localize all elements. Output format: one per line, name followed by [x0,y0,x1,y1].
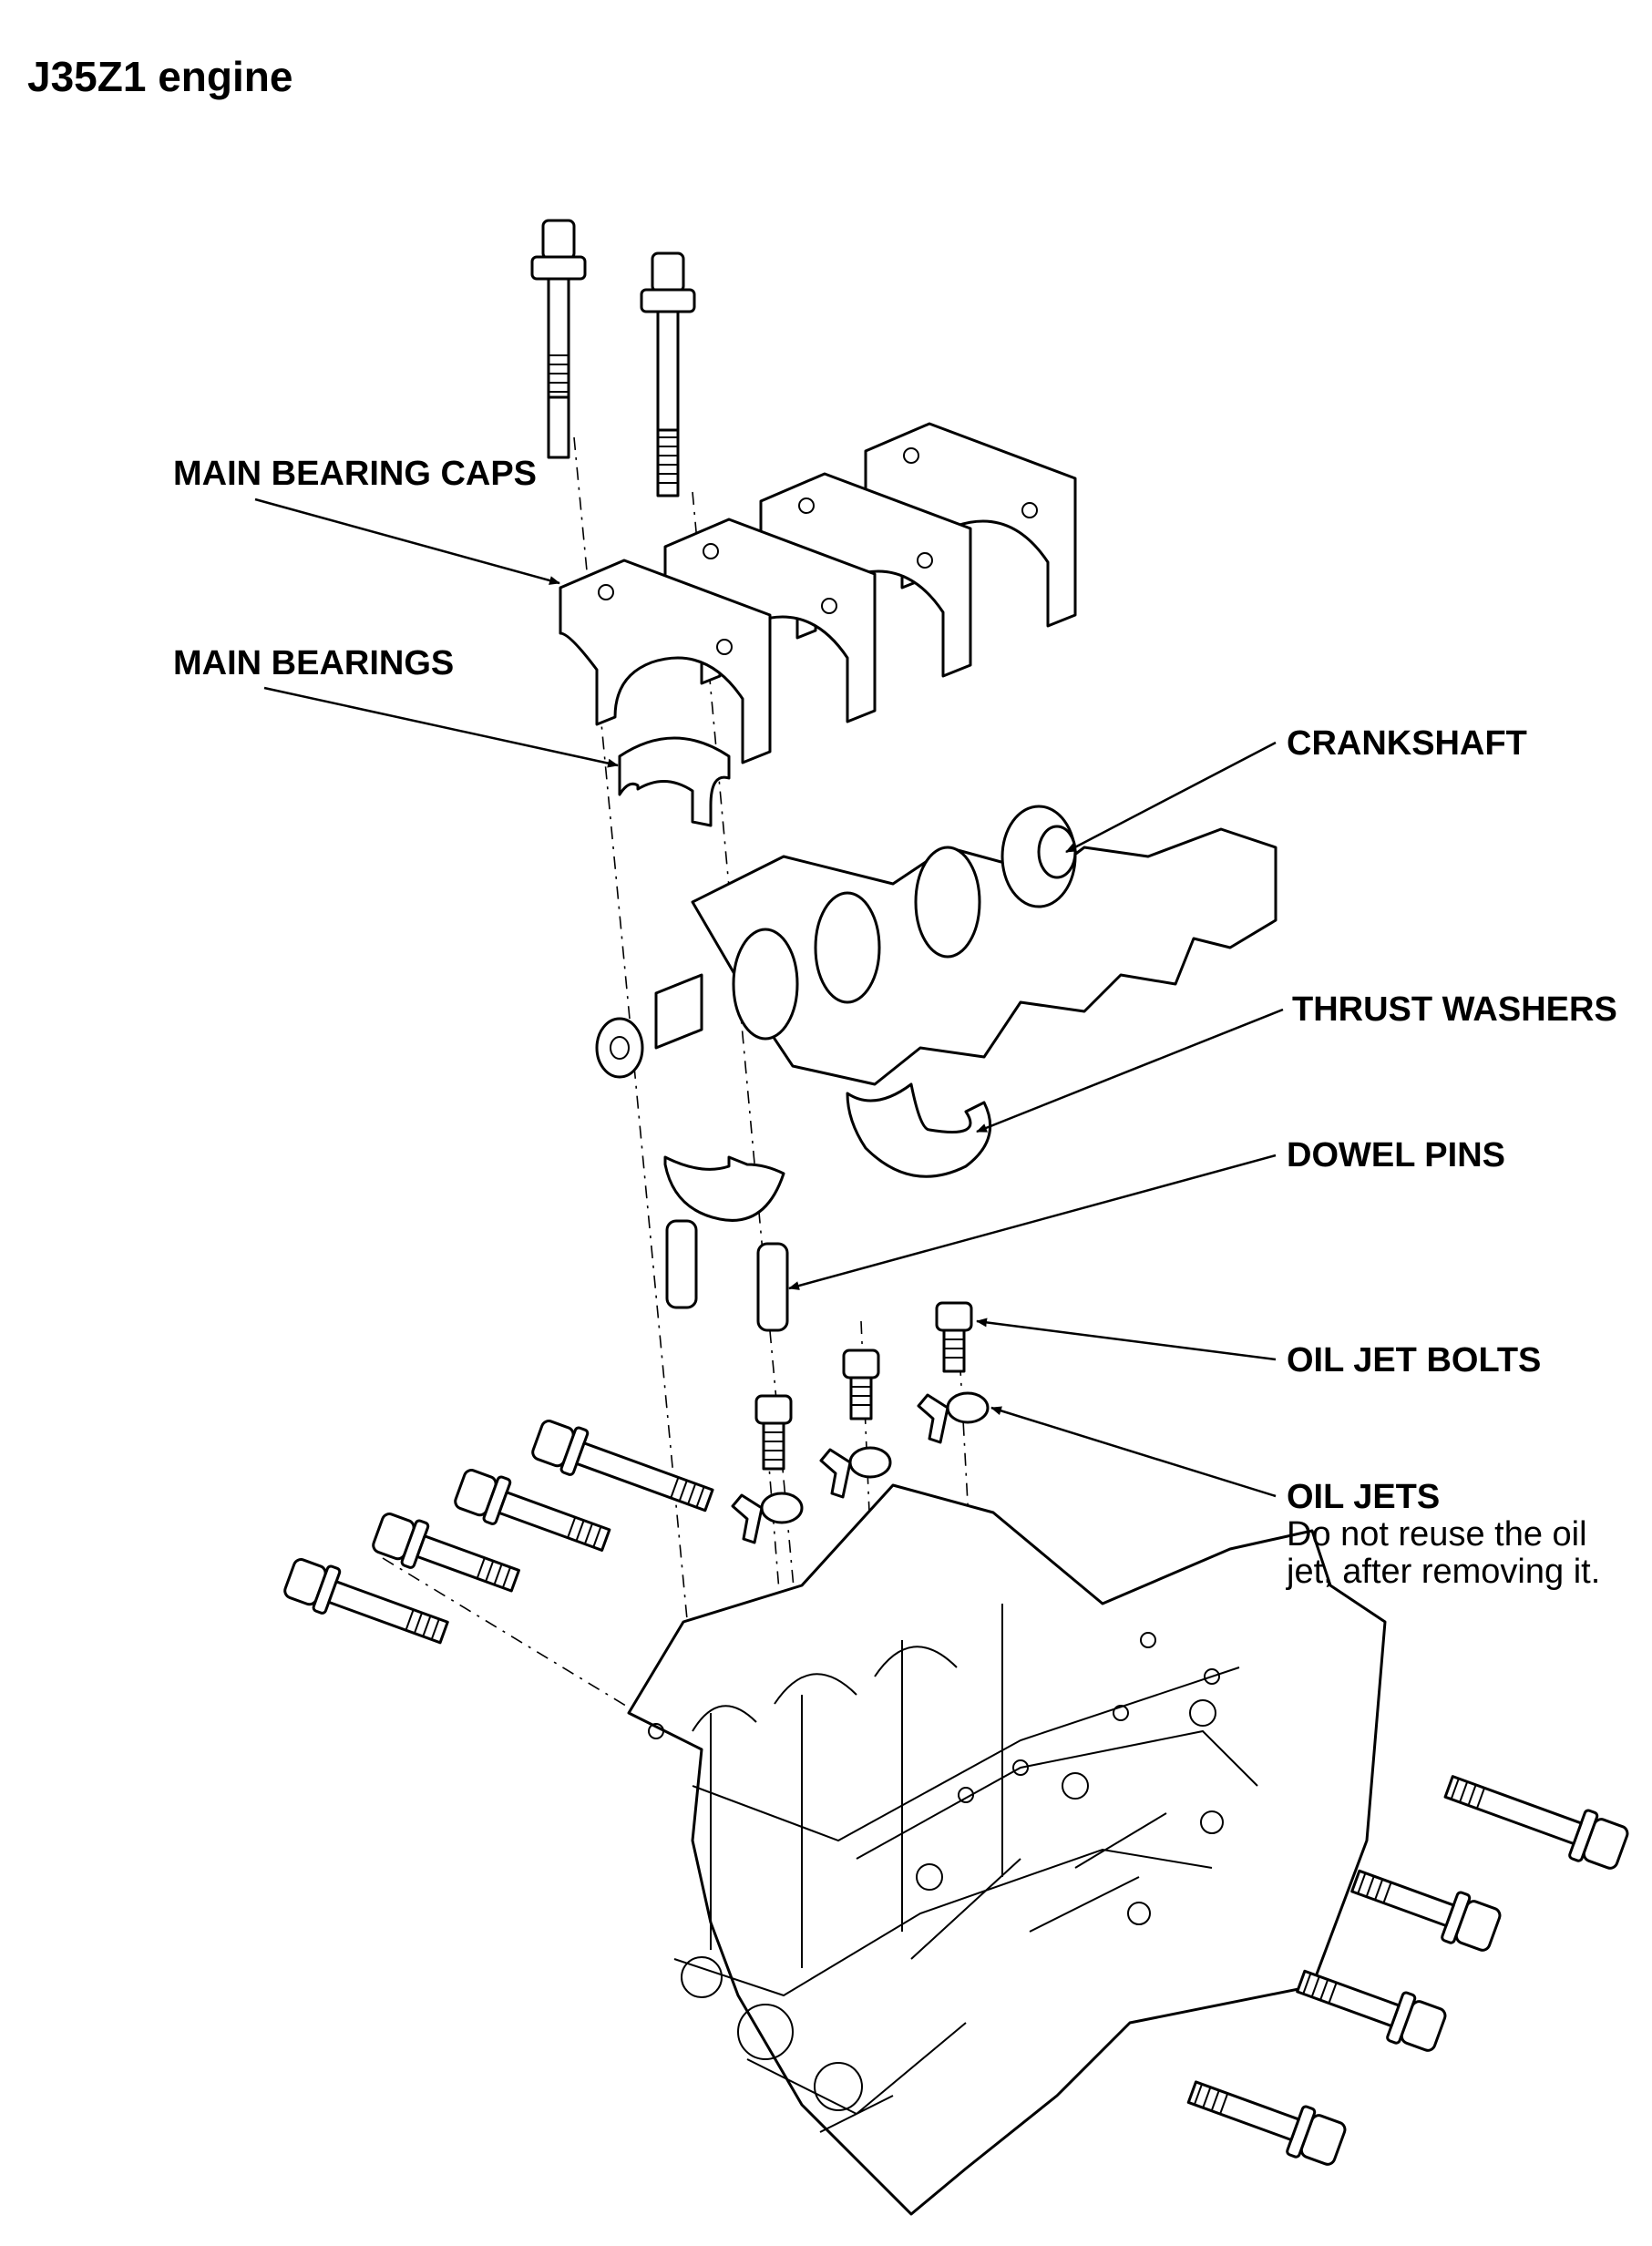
crankshaft [595,805,1277,1086]
main-bearing-caps [559,422,1077,764]
label-main-bearing-caps: MAIN BEARING CAPS [173,455,537,493]
side-bolts-left [283,1420,714,1645]
main-cap-bolt-left [530,219,587,459]
label-thrust-washers: THRUST WASHERS [1292,990,1617,1029]
oil-jets [731,1391,990,1544]
side-bolts-right [1186,1775,1629,2166]
label-oil-jet-bolts-group: OIL JET BOLTS [976,1318,1541,1379]
label-main-bearings-group: MAIN BEARINGS [173,644,619,768]
dowel-pins [665,1219,789,1332]
label-main-bearings: MAIN BEARINGS [173,644,454,682]
oil-jets-note-line-2: jet, after removing it. [1286,1553,1600,1591]
engine-block [627,1483,1387,2216]
label-dowel-pins-group: DOWEL PINS [788,1136,1505,1290]
label-main-bearing-caps-group: MAIN BEARING CAPS [173,455,560,585]
label-dowel-pins: DOWEL PINS [1287,1136,1505,1174]
oil-jet-bolts [754,1301,973,1471]
main-cap-bolt-right [640,251,696,497]
label-thrust-washers-group: THRUST WASHERS [976,990,1617,1133]
label-oil-jet-bolts: OIL JET BOLTS [1287,1341,1541,1379]
main-bearing-upper [618,736,731,827]
main-bearing-lower [663,1155,785,1222]
page-title: J35Z1 engine [27,53,292,100]
label-oil-jets: OIL JETS [1287,1478,1440,1516]
label-oil-jets-group: OIL JETS Do not reuse the oil jet, after… [990,1406,1600,1591]
oil-jets-note-line-1: Do not reuse the oil [1287,1515,1587,1554]
label-crankshaft: CRANKSHAFT [1287,724,1527,763]
thrust-washers [846,1082,992,1178]
label-crankshaft-group: CRANKSHAFT [1065,724,1527,854]
